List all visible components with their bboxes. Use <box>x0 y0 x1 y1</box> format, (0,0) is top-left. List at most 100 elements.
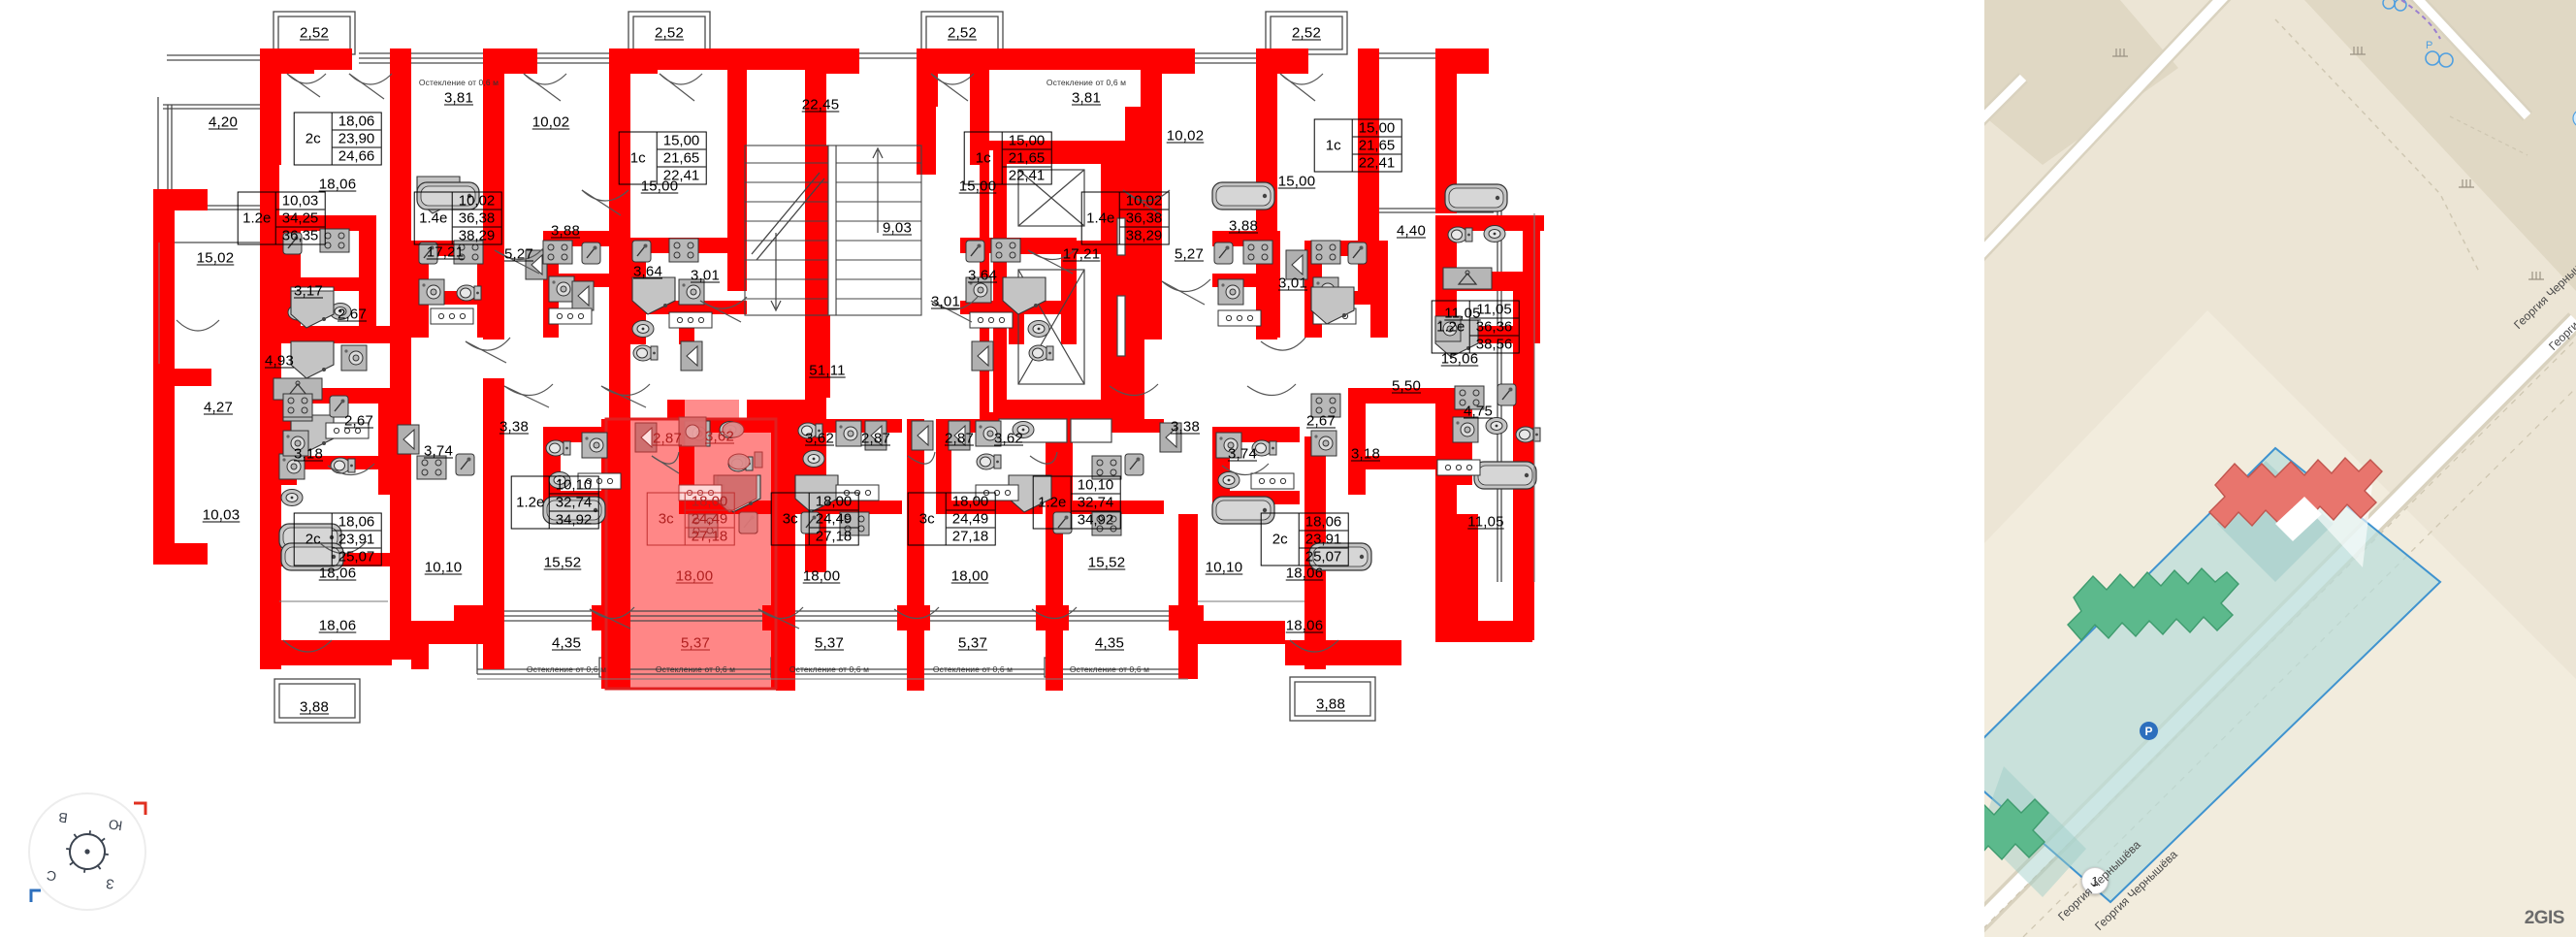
room-area-label: 17,21 <box>426 243 465 261</box>
apartment-area-value: 34,92 <box>555 511 593 529</box>
apartment-type-code: 1c <box>975 149 991 167</box>
apartment-area-value: 15,00 <box>657 133 706 150</box>
room-area-label: 18,00 <box>950 567 989 585</box>
room-area-label: 9,03 <box>883 219 912 237</box>
room-area-label: 15,02 <box>196 249 235 267</box>
room-area-label: 3,01 <box>931 293 960 310</box>
apartment-type-code: 2c <box>305 531 321 548</box>
room-area-label: 4,20 <box>209 113 238 131</box>
apartment-area-value: 15,00 <box>1002 133 1051 150</box>
compass-west-label: З <box>105 876 115 892</box>
room-area-label: 2,52 <box>300 24 329 42</box>
room-area-label: 3,88 <box>551 222 580 240</box>
parking-marker[interactable]: P <box>2140 722 2158 740</box>
room-area-label: 3,01 <box>1278 275 1307 292</box>
room-area-label: 5,27 <box>1175 245 1204 263</box>
room-area-label: 5,37 <box>681 634 710 652</box>
selected-apartment-fixtures <box>634 416 763 538</box>
apartment-type-code: 3c <box>918 510 935 528</box>
room-area-label: 11,05 <box>1467 513 1504 531</box>
apartment-type-code: 1.2e <box>1038 494 1067 511</box>
room-area-label: 3,64 <box>633 263 662 280</box>
room-area-label: 3,38 <box>499 418 529 436</box>
room-area-label: 3,62 <box>705 428 734 445</box>
room-area-label: 15,52 <box>543 554 582 571</box>
room-area-label: 4,40 <box>1397 222 1426 240</box>
room-area-label: 3,18 <box>1351 445 1380 463</box>
apartment-area-value: 18,06 <box>332 113 381 131</box>
apartment-area-value: 27,18 <box>815 528 853 545</box>
apartment-area-value: 22,41 <box>1358 154 1396 172</box>
room-area-label: 3,17 <box>294 282 323 300</box>
room-area-label: 4,75 <box>1464 403 1493 420</box>
room-area-label: 3,88 <box>1229 217 1258 235</box>
map-parcel <box>1984 446 2442 904</box>
room-area-label: 11,05 <box>1444 305 1481 322</box>
room-area-label: 5,37 <box>958 634 987 652</box>
apartment-area-value: 22,41 <box>1008 167 1046 184</box>
apartment-area-value: 38,56 <box>1475 336 1513 353</box>
apartment-area-value: 10,02 <box>452 193 501 210</box>
apartment-area-value: 34,92 <box>1077 511 1114 529</box>
compass-east-label: В <box>57 810 68 826</box>
apartment-area-value: 34,25 <box>275 210 325 228</box>
glazing-note: Остекление от 0,6 м <box>418 78 499 87</box>
apartment-type-code: 1.2e <box>1436 318 1465 336</box>
apartment-type-code: 3c <box>658 510 674 528</box>
map-block-b <box>1984 0 2178 165</box>
location-map-panel[interactable]: P P 1 P Георгия Чернышёва Георгия Черныш… <box>1984 0 2576 937</box>
compass-rose: С В Ю З <box>10 782 165 927</box>
map-attribution-logo: 2GIS <box>2524 908 2565 928</box>
svg-text:P: P <box>2426 40 2432 51</box>
room-area-label: 2,87 <box>861 430 890 447</box>
apartment-area-value: 25,07 <box>1304 548 1342 565</box>
compass-south-label: Ю <box>108 817 123 834</box>
room-area-label: 3,74 <box>1228 445 1257 463</box>
room-area-label: 2,67 <box>338 306 367 323</box>
room-area-label: 18,00 <box>675 567 714 585</box>
building-number-marker[interactable]: 1 <box>2081 867 2109 894</box>
map-building-green-upper <box>2067 566 2239 642</box>
apartment-type-code: 1c <box>1325 137 1341 154</box>
glazing-note: Остекление от 0,6 м <box>1069 664 1150 674</box>
thin-partitions <box>158 213 1535 680</box>
compass-corner-blue <box>29 889 41 902</box>
map-poi-icons: P P <box>2112 0 2576 280</box>
apartment-area-value: 10,10 <box>1071 477 1120 495</box>
room-area-label: 15,52 <box>1087 554 1126 571</box>
apartment-area-value: 24,49 <box>809 511 858 529</box>
room-area-label: 18,06 <box>318 617 357 634</box>
map-svg: P P <box>1984 0 2576 937</box>
apartment-area-value: 15,00 <box>1352 120 1401 138</box>
apartment-area-value: 32,74 <box>1071 495 1120 512</box>
apartment-area-value: 18,06 <box>332 514 381 532</box>
glazing-note: Остекление от 0,6 м <box>655 664 736 674</box>
room-area-label: 18,00 <box>802 567 841 585</box>
apartment-type-code: 1.4e <box>1086 210 1115 227</box>
room-area-label: 17,21 <box>1062 245 1101 263</box>
room-area-label: 2,67 <box>1306 412 1336 430</box>
